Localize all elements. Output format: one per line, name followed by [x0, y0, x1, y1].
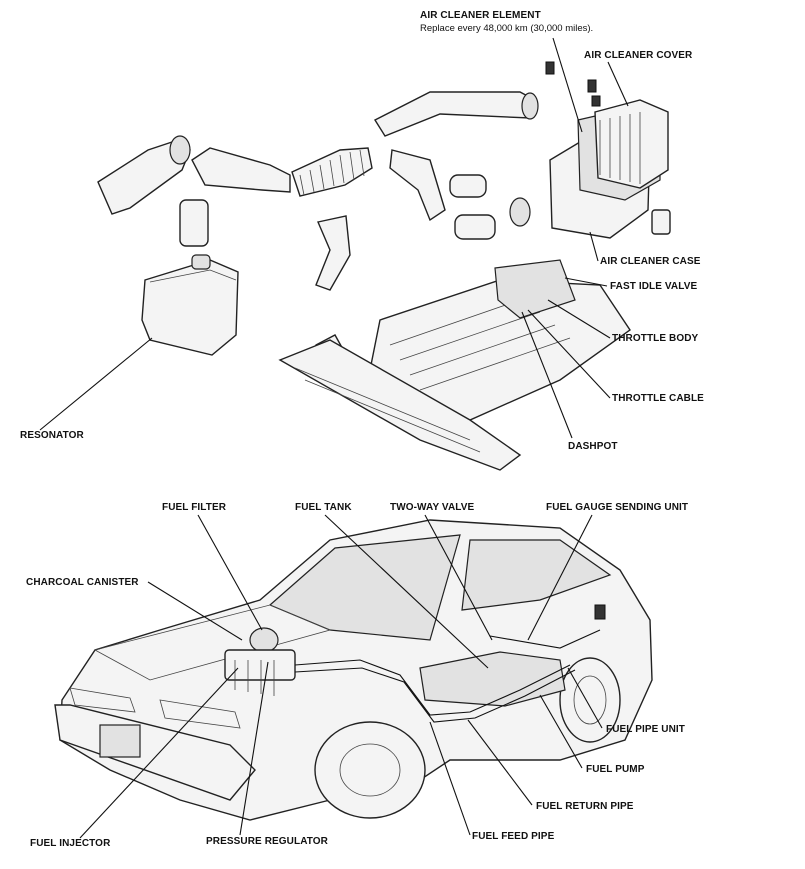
- resonator-neck: [191, 254, 211, 270]
- label-fast-idle-valve: FAST IDLE VALVE: [610, 281, 698, 292]
- leader-charcoal-canister: [147, 581, 243, 641]
- front-wheel: [314, 721, 426, 819]
- air-cleaner-bracket: [651, 209, 671, 235]
- label-throttle-cable: THROTTLE CABLE: [612, 393, 704, 404]
- upper-air-duct-end: [521, 92, 539, 120]
- leader-fuel-gauge-sending-unit: [527, 514, 593, 641]
- note-air-cleaner-element-replace: Replace every 48,000 km (30,000 miles).: [420, 23, 594, 34]
- label-resonator: RESONATOR: [20, 430, 84, 441]
- label-fuel-gauge-sending-unit: FUEL GAUGE SENDING UNIT: [546, 502, 689, 513]
- intake-tube: [191, 147, 291, 193]
- top-leader-lines: [39, 37, 629, 439]
- air-cleaner-cover-body: [594, 99, 669, 189]
- leader-fuel-tank: [324, 514, 489, 669]
- leader-fuel-pipe-unit: [567, 667, 603, 729]
- hose-section-2: [454, 214, 496, 240]
- leader-fuel-injector: [79, 667, 239, 839]
- leader-resonator: [39, 337, 153, 431]
- leader-fast-idle-valve: [564, 277, 608, 287]
- upper-air-duct: [374, 91, 536, 137]
- fuel-tank-part: [419, 651, 566, 707]
- throttle-body-part: [494, 259, 576, 319]
- hose-section-1: [449, 174, 487, 198]
- bottom-leader-lines: [79, 514, 603, 839]
- air-inlet-duct-end: [169, 135, 191, 165]
- air-cleaner-inlet: [509, 197, 531, 227]
- rear-wheel: [559, 657, 621, 743]
- leader-two-way-valve: [424, 514, 493, 641]
- bolt-2: [587, 79, 597, 93]
- car-illustration: [54, 519, 653, 821]
- label-air-cleaner-cover: AIR CLEANER COVER: [584, 50, 693, 61]
- label-charcoal-canister: CHARCOAL CANISTER: [26, 577, 139, 588]
- charcoal-canister-part: [249, 627, 279, 653]
- intake-manifold: [278, 339, 522, 471]
- label-fuel-filter: FUEL FILTER: [162, 502, 227, 513]
- label-fuel-pump: FUEL PUMP: [586, 764, 645, 775]
- intake-plenum: [224, 649, 296, 681]
- leader-throttle-cable: [527, 309, 611, 399]
- label-fuel-tank: FUEL TANK: [295, 502, 352, 513]
- car-side-window: [461, 539, 612, 611]
- bolt-3: [591, 95, 601, 107]
- label-fuel-injector: FUEL INJECTOR: [30, 838, 111, 849]
- leader-throttle-body: [547, 299, 611, 339]
- breather-hose: [315, 215, 351, 291]
- fuel-feed-line: [294, 659, 571, 716]
- fuel-return-line: [294, 667, 576, 723]
- elbow-duct: [389, 149, 446, 222]
- leader-fuel-filter: [197, 514, 263, 631]
- resonator-tube: [179, 199, 209, 247]
- leader-air-cleaner-element: [552, 37, 583, 133]
- label-fuel-return-pipe: FUEL RETURN PIPE: [536, 801, 634, 812]
- leader-dashpot: [521, 311, 573, 439]
- leader-pressure-regulator: [239, 661, 269, 836]
- label-fuel-pipe-unit: FUEL PIPE UNIT: [606, 724, 686, 735]
- label-fuel-feed-pipe: FUEL FEED PIPE: [472, 831, 555, 842]
- leader-fuel-return-pipe: [467, 719, 533, 806]
- leader-air-cleaner-case: [589, 231, 599, 262]
- label-two-way-valve: TWO-WAY VALVE: [390, 502, 475, 513]
- air-intake-illustration: [97, 61, 671, 471]
- leader-fuel-feed-pipe: [429, 721, 471, 836]
- label-pressure-regulator: PRESSURE REGULATOR: [206, 836, 329, 847]
- vapor-line: [489, 629, 601, 649]
- bolt-1: [545, 61, 555, 75]
- label-throttle-body: THROTTLE BODY: [612, 333, 699, 344]
- leader-fuel-pump: [539, 694, 583, 769]
- resonator-body: [141, 259, 239, 356]
- label-air-cleaner-case: AIR CLEANER CASE: [600, 256, 701, 267]
- license-plate: [99, 724, 141, 758]
- leader-air-cleaner-cover: [607, 61, 629, 107]
- label-air-cleaner-element: AIR CLEANER ELEMENT: [420, 10, 541, 21]
- label-dashpot: DASHPOT: [568, 441, 618, 452]
- fuel-filler: [594, 604, 606, 620]
